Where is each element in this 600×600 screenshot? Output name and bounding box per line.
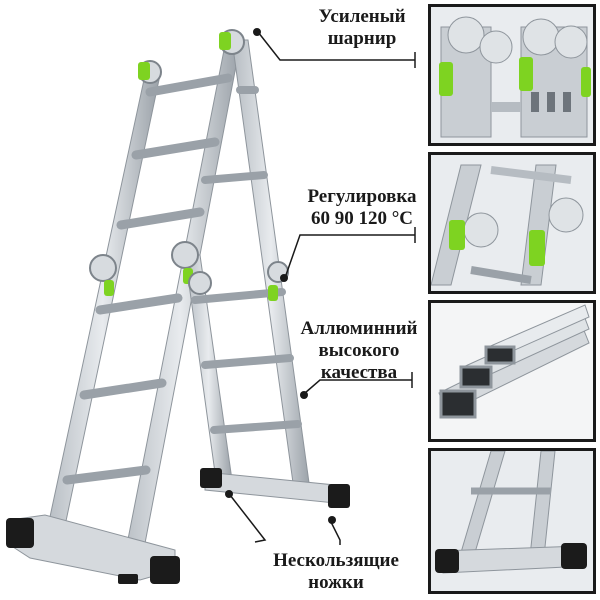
callout-leaders	[229, 31, 416, 545]
hinge-label-line-2: шарнир	[327, 28, 397, 49]
aluminum-label: Аллюминний высокого качества	[296, 318, 422, 384]
angle-label-line-1: Регулировка	[307, 186, 417, 207]
hinge-callout-dot	[253, 28, 261, 36]
feet-label: Нескользящие ножки	[256, 550, 416, 594]
hinge-closeup-image	[431, 7, 593, 143]
aluminum-callout-dot	[300, 391, 308, 399]
aluminum-label-line-1: Аллюминний	[300, 318, 418, 339]
angle-label-line-2: 60 90 120 °C	[310, 208, 414, 229]
aluminum-label-line-3: качества	[320, 362, 398, 383]
feet-label-line-2: ножки	[308, 572, 364, 593]
stabilizer-feet	[6, 468, 350, 584]
hinge-joints	[89, 29, 289, 301]
ladder-right-section	[184, 39, 311, 491]
angle-label: Регулировка 60 90 120 °C	[292, 186, 432, 230]
feet-callout-dot-left	[225, 490, 233, 498]
aluminum-label-line-2: высокого	[318, 340, 400, 361]
aluminum-profile-image	[431, 303, 593, 439]
feet-callout-dot-right	[328, 516, 336, 524]
hinge-detail-panel	[428, 4, 596, 146]
feet-closeup-image	[431, 451, 593, 591]
angle-closeup-image	[431, 155, 593, 291]
hinge-label: Усиленый шарнир	[292, 6, 432, 50]
feet-label-line-1: Нескользящие	[273, 550, 399, 571]
ladder-left-section	[44, 44, 241, 581]
callout-dots	[225, 28, 336, 524]
angle-callout-dot	[280, 274, 288, 282]
angle-detail-panel	[428, 152, 596, 294]
hinge-label-line-1: Усиленый	[318, 6, 406, 27]
feet-detail-panel	[428, 448, 596, 594]
aluminum-detail-panel	[428, 300, 596, 442]
